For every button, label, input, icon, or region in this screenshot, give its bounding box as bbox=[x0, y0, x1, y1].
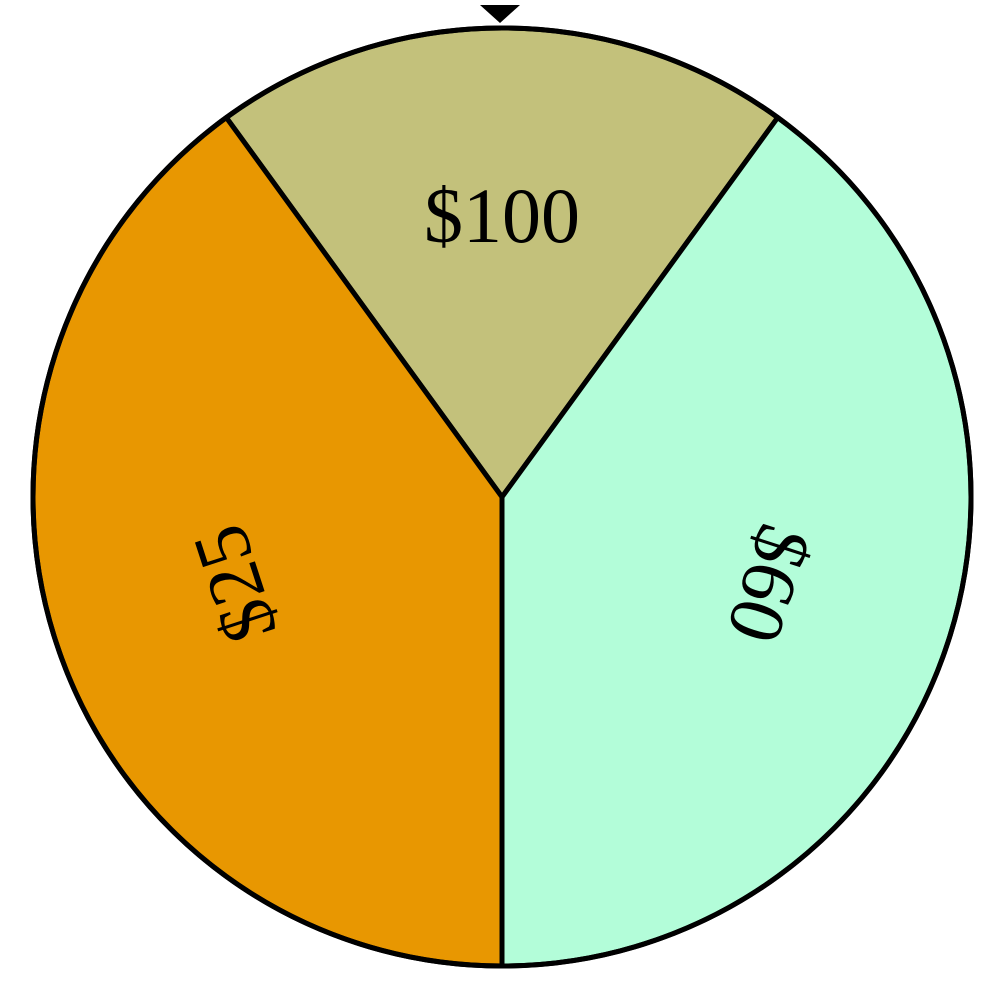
triangle-down-icon bbox=[480, 5, 520, 23]
wheel-segment-label: $100 bbox=[424, 172, 580, 259]
wheel-rim bbox=[30, 25, 974, 969]
wheel-segments bbox=[30, 25, 974, 969]
